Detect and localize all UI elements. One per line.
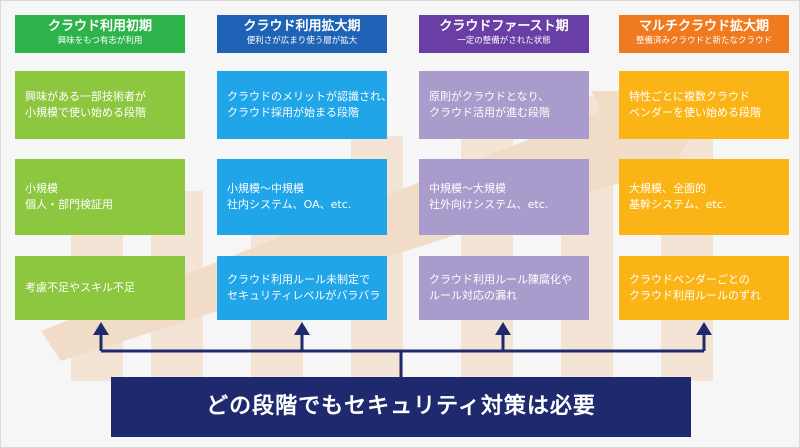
- box-text-line: 考慮不足やスキル不足: [25, 281, 135, 294]
- stage-issue-box: クラウド利用ルール陳腐化や ルール対応の漏れ: [419, 256, 589, 320]
- box-text-line: クラウドベンダーごとの: [629, 273, 750, 286]
- box-text-line: クラウド利用ルールのずれ: [629, 289, 761, 302]
- box-text-line: 大規模、全面的: [629, 182, 706, 195]
- arrow-head-3: [495, 322, 511, 335]
- arrow-head-4: [696, 322, 712, 335]
- security-required-banner: どの段階でもセキュリティ対策は必要: [111, 377, 691, 437]
- stage-title: マルチクラウド拡大期: [638, 19, 769, 34]
- stage-scale-box: 小規模 個人・部門検証用: [15, 159, 185, 235]
- stage-scale-box: 大規模、全面的 基幹システム、etc.: [619, 159, 789, 235]
- stage-title: クラウド利用拡大期: [243, 19, 361, 34]
- box-text-line: 原則がクラウドとなり、: [429, 90, 550, 103]
- stage-issue-box: クラウド利用ルール未制定で セキュリティレベルがバラバラ: [217, 256, 387, 320]
- stage-description-box: 興味がある一部技術者が 小規模で使い始める段階: [15, 71, 185, 139]
- arrow-head-1: [93, 322, 109, 335]
- box-text-line: クラウド利用ルール陳腐化や: [429, 273, 572, 286]
- box-text-line: 小規模で使い始める段階: [25, 106, 146, 119]
- box-text-line: 基幹システム、etc.: [629, 198, 727, 211]
- box-text-line: ルール対応の漏れ: [429, 289, 517, 302]
- stage-subtitle: 便利さが広まり使う層が拡大: [246, 36, 358, 46]
- box-text-line: 社内システム、OA、etc.: [227, 198, 352, 211]
- box-text-line: 中規模～大規模: [429, 182, 506, 195]
- box-text-line: 小規模～中規模: [227, 182, 304, 195]
- stage-header-early: クラウド利用初期 興味をもつ有志が利用: [15, 15, 185, 53]
- stage-subtitle: 整備済みクラウドと新たなクラウド: [635, 36, 772, 46]
- box-text-line: クラウドのメリットが認識され、: [227, 90, 393, 103]
- box-text-line: クラウド利用ルール未制定で: [227, 273, 370, 286]
- stage-subtitle: 興味をもつ有志が利用: [57, 36, 143, 46]
- stage-issue-box: クラウドベンダーごとの クラウド利用ルールのずれ: [619, 256, 789, 320]
- box-text-line: クラウド活用が進む段階: [429, 106, 550, 119]
- stage-header-expansion: クラウド利用拡大期 便利さが広まり使う層が拡大: [217, 15, 387, 53]
- stage-scale-box: 中規模～大規模 社外向けシステム、etc.: [419, 159, 589, 235]
- box-text-line: 小規模: [25, 182, 58, 195]
- box-text-line: 個人・部門検証用: [25, 198, 113, 211]
- box-text-line: クラウド採用が始まる段階: [227, 106, 359, 119]
- stage-issue-box: 考慮不足やスキル不足: [15, 256, 185, 320]
- box-text-line: 社外向けシステム、etc.: [429, 198, 549, 211]
- stage-title: クラウドファースト期: [439, 19, 569, 34]
- stage-scale-box: 小規模～中規模 社内システム、OA、etc.: [217, 159, 387, 235]
- stage-header-cloud-first: クラウドファースト期 一定の整備がされた状態: [419, 15, 589, 53]
- box-text-line: セキュリティレベルがバラバラ: [227, 289, 381, 302]
- stage-subtitle: 一定の整備がされた状態: [457, 36, 551, 46]
- stage-description-box: クラウドのメリットが認識され、 クラウド採用が始まる段階: [217, 71, 393, 139]
- arrow-head-2: [294, 322, 310, 335]
- stage-description-box: 原則がクラウドとなり、 クラウド活用が進む段階: [419, 71, 589, 139]
- box-text-line: ベンダーを使い始める段階: [629, 106, 761, 119]
- stage-header-multi-cloud: マルチクラウド拡大期 整備済みクラウドと新たなクラウド: [619, 15, 789, 53]
- box-text-line: 特性ごとに複数クラウド: [629, 90, 750, 103]
- stage-title: クラウド利用初期: [47, 19, 152, 34]
- box-text-line: 興味がある一部技術者が: [25, 90, 146, 103]
- stage-description-box: 特性ごとに複数クラウド ベンダーを使い始める段階: [619, 71, 789, 139]
